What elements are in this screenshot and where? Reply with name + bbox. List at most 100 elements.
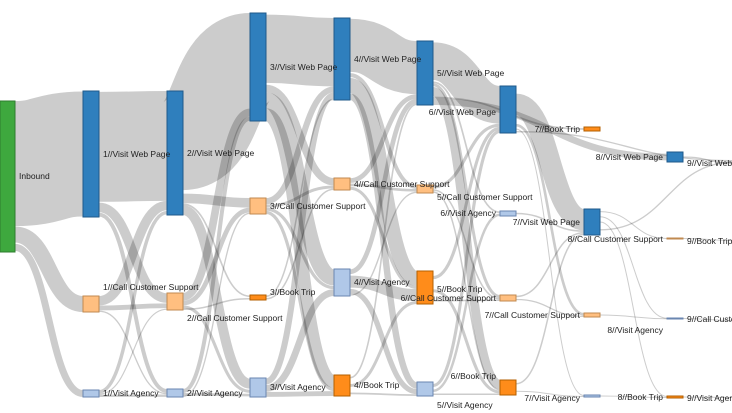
node-bar[interactable] bbox=[416, 184, 434, 194]
flow-link[interactable] bbox=[182, 305, 251, 393]
node-c8[interactable] bbox=[666, 237, 684, 240]
node-bar[interactable] bbox=[0, 100, 16, 253]
node-bar[interactable] bbox=[166, 292, 184, 311]
flow-link[interactable] bbox=[182, 207, 251, 306]
flow-link[interactable] bbox=[265, 391, 335, 397]
flow-link[interactable] bbox=[182, 193, 251, 208]
node-w5[interactable] bbox=[416, 40, 434, 106]
node-bar[interactable] bbox=[583, 208, 601, 236]
node-bar[interactable] bbox=[249, 197, 267, 215]
flow-link[interactable] bbox=[98, 91, 168, 202]
node-bar[interactable] bbox=[583, 394, 601, 398]
node-bar[interactable] bbox=[333, 268, 351, 297]
node-c2[interactable] bbox=[166, 292, 184, 311]
node-b6[interactable] bbox=[499, 379, 517, 396]
flow-link[interactable] bbox=[349, 275, 418, 301]
node-bar[interactable] bbox=[499, 379, 517, 396]
node-bar[interactable] bbox=[666, 317, 684, 320]
flow-link[interactable] bbox=[513, 93, 587, 231]
node-bar[interactable] bbox=[333, 177, 351, 191]
flow-link[interactable] bbox=[265, 207, 335, 290]
node-c1[interactable] bbox=[82, 295, 100, 313]
flow-link[interactable] bbox=[265, 188, 335, 300]
node-a3[interactable] bbox=[249, 377, 267, 398]
flow-link[interactable] bbox=[682, 396, 732, 398]
flow-link[interactable] bbox=[182, 203, 251, 298]
flow-link[interactable] bbox=[264, 92, 336, 385]
flow-link[interactable] bbox=[515, 123, 585, 316]
flow-link[interactable] bbox=[348, 93, 419, 389]
node-b3[interactable] bbox=[249, 294, 267, 301]
flow-link[interactable] bbox=[599, 211, 668, 239]
node-c5[interactable] bbox=[416, 184, 434, 194]
flow-link[interactable] bbox=[348, 18, 419, 95]
flow-link[interactable] bbox=[432, 98, 668, 161]
flow-link[interactable] bbox=[347, 78, 420, 286]
flow-link[interactable] bbox=[432, 191, 501, 391]
node-w2[interactable] bbox=[166, 90, 184, 216]
node-a6[interactable] bbox=[499, 210, 517, 217]
node-w3[interactable] bbox=[249, 12, 267, 122]
flow-link[interactable] bbox=[13, 91, 85, 227]
node-w8[interactable] bbox=[666, 151, 684, 163]
flow-link[interactable] bbox=[265, 289, 335, 392]
node-bar[interactable] bbox=[249, 12, 267, 122]
flow-link[interactable] bbox=[265, 185, 335, 208]
node-bar[interactable] bbox=[499, 294, 517, 302]
flow-link[interactable] bbox=[263, 108, 337, 388]
flow-link[interactable] bbox=[515, 231, 585, 298]
flow-link[interactable] bbox=[432, 129, 501, 388]
node-w7[interactable] bbox=[583, 208, 601, 236]
flow-link[interactable] bbox=[349, 98, 418, 275]
node-a5[interactable] bbox=[416, 381, 434, 397]
flow-link[interactable] bbox=[432, 126, 501, 280]
flow-link[interactable] bbox=[432, 189, 501, 300]
node-bar[interactable] bbox=[333, 17, 351, 101]
node-bar[interactable] bbox=[82, 389, 100, 398]
flow-link[interactable] bbox=[349, 392, 418, 396]
node-b7[interactable] bbox=[583, 126, 601, 132]
flow-link[interactable] bbox=[682, 238, 732, 241]
node-a1[interactable] bbox=[82, 389, 100, 398]
node-bar[interactable] bbox=[583, 126, 601, 132]
node-bar[interactable] bbox=[333, 374, 351, 397]
node-b8[interactable] bbox=[666, 395, 684, 399]
node-bar[interactable] bbox=[666, 395, 684, 399]
flow-link[interactable] bbox=[599, 161, 732, 231]
flow-link[interactable] bbox=[599, 216, 668, 319]
node-bar[interactable] bbox=[499, 85, 517, 134]
node-c6[interactable] bbox=[499, 294, 517, 302]
flow-link[interactable] bbox=[515, 212, 585, 232]
flow-link[interactable] bbox=[515, 128, 585, 396]
flow-link[interactable] bbox=[98, 200, 168, 306]
node-a7[interactable] bbox=[583, 394, 601, 398]
flow-link[interactable] bbox=[98, 308, 168, 395]
flow-link[interactable] bbox=[349, 183, 418, 192]
flow-link[interactable] bbox=[98, 210, 168, 394]
flow-link[interactable] bbox=[263, 92, 337, 286]
flow-link[interactable] bbox=[682, 318, 732, 321]
flow-link[interactable] bbox=[182, 392, 251, 397]
node-c4[interactable] bbox=[333, 177, 351, 191]
flow-link[interactable] bbox=[349, 186, 418, 289]
flow-link[interactable] bbox=[349, 103, 418, 379]
node-bar[interactable] bbox=[416, 270, 434, 305]
node-inbound[interactable] bbox=[0, 100, 16, 253]
flow-link[interactable] bbox=[161, 13, 272, 191]
node-w4[interactable] bbox=[333, 17, 351, 101]
node-bar[interactable] bbox=[249, 294, 267, 301]
node-bar[interactable] bbox=[82, 90, 100, 218]
flow-link[interactable] bbox=[181, 108, 252, 301]
flow-link[interactable] bbox=[265, 210, 335, 392]
flow-link[interactable] bbox=[182, 297, 251, 310]
node-bar[interactable] bbox=[166, 90, 184, 216]
node-bar[interactable] bbox=[249, 377, 267, 398]
node-b4[interactable] bbox=[333, 374, 351, 397]
node-b5[interactable] bbox=[416, 270, 434, 305]
flow-link[interactable] bbox=[181, 205, 252, 389]
flow-link[interactable] bbox=[349, 73, 418, 189]
flow-link[interactable] bbox=[432, 289, 501, 394]
node-w1[interactable] bbox=[82, 90, 100, 218]
flow-link[interactable] bbox=[599, 395, 668, 398]
flow-link[interactable] bbox=[599, 314, 668, 320]
